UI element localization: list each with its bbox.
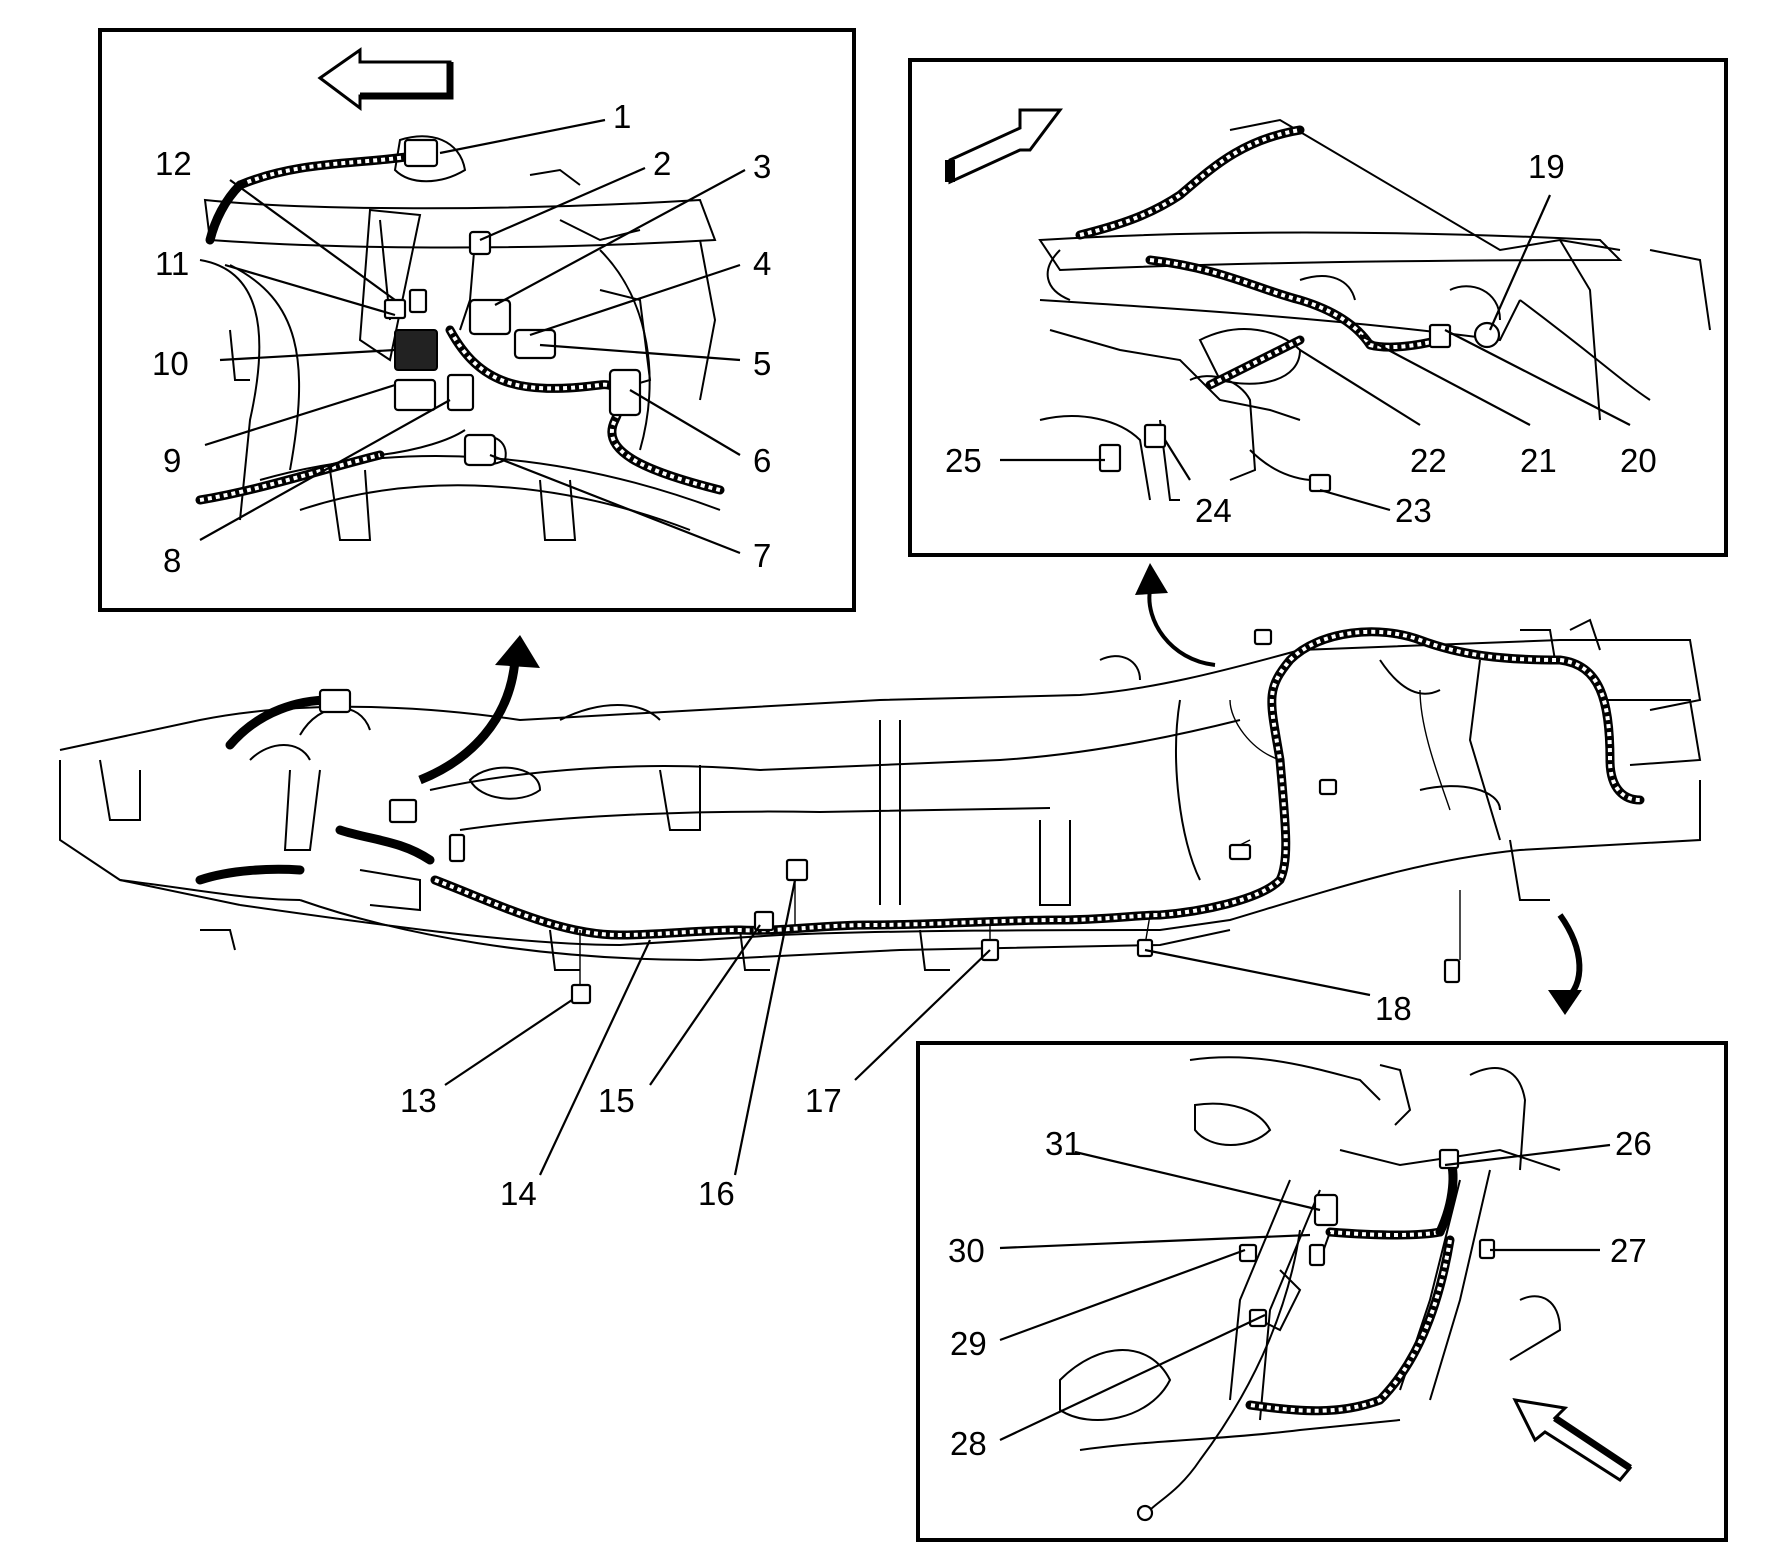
- callout-9: 9: [163, 442, 181, 479]
- callout-15: 15: [598, 1082, 635, 1119]
- callout-6: 6: [753, 442, 771, 479]
- callout-24: 24: [1195, 492, 1232, 529]
- leader-lines: [199, 118, 1631, 1441]
- callout-28: 28: [950, 1425, 987, 1462]
- detail-panel-front-crossmember: [908, 58, 1728, 557]
- callout-8: 8: [163, 542, 181, 579]
- callout-17: 17: [805, 1082, 842, 1119]
- callout-14: 14: [500, 1175, 537, 1212]
- callout-25: 25: [945, 442, 982, 479]
- main-frame-view: [59, 563, 1702, 1015]
- callout-labels: 1 2 3 4 5 6 7 8 9 10 11 12 13 14 15 16 1…: [152, 98, 1657, 1462]
- detail-panel-rear-frame: [916, 1041, 1728, 1542]
- callout-19: 19: [1528, 148, 1565, 185]
- callout-10: 10: [152, 345, 189, 382]
- callout-29: 29: [950, 1325, 987, 1362]
- detail-panel-engine-compartment: [98, 28, 856, 612]
- callout-2: 2: [653, 145, 671, 182]
- callout-31: 31: [1045, 1125, 1082, 1162]
- callout-3: 3: [753, 148, 771, 185]
- callout-16: 16: [698, 1175, 735, 1212]
- callout-7: 7: [753, 537, 771, 574]
- direction-arrow-forward-icon: [948, 108, 1063, 185]
- callout-23: 23: [1395, 492, 1432, 529]
- direction-arrow-rear-icon: [1512, 1398, 1633, 1482]
- callout-12: 12: [155, 145, 192, 182]
- callout-13: 13: [400, 1082, 437, 1119]
- callout-21: 21: [1520, 442, 1557, 479]
- callout-18: 18: [1375, 990, 1412, 1027]
- callout-30: 30: [948, 1232, 985, 1269]
- callout-26: 26: [1615, 1125, 1652, 1162]
- callout-5: 5: [753, 345, 771, 382]
- callout-11: 11: [155, 245, 189, 282]
- callout-1: 1: [613, 98, 631, 135]
- callout-22: 22: [1410, 442, 1447, 479]
- callout-4: 4: [753, 245, 771, 282]
- callout-27: 27: [1610, 1232, 1647, 1269]
- callout-20: 20: [1620, 442, 1657, 479]
